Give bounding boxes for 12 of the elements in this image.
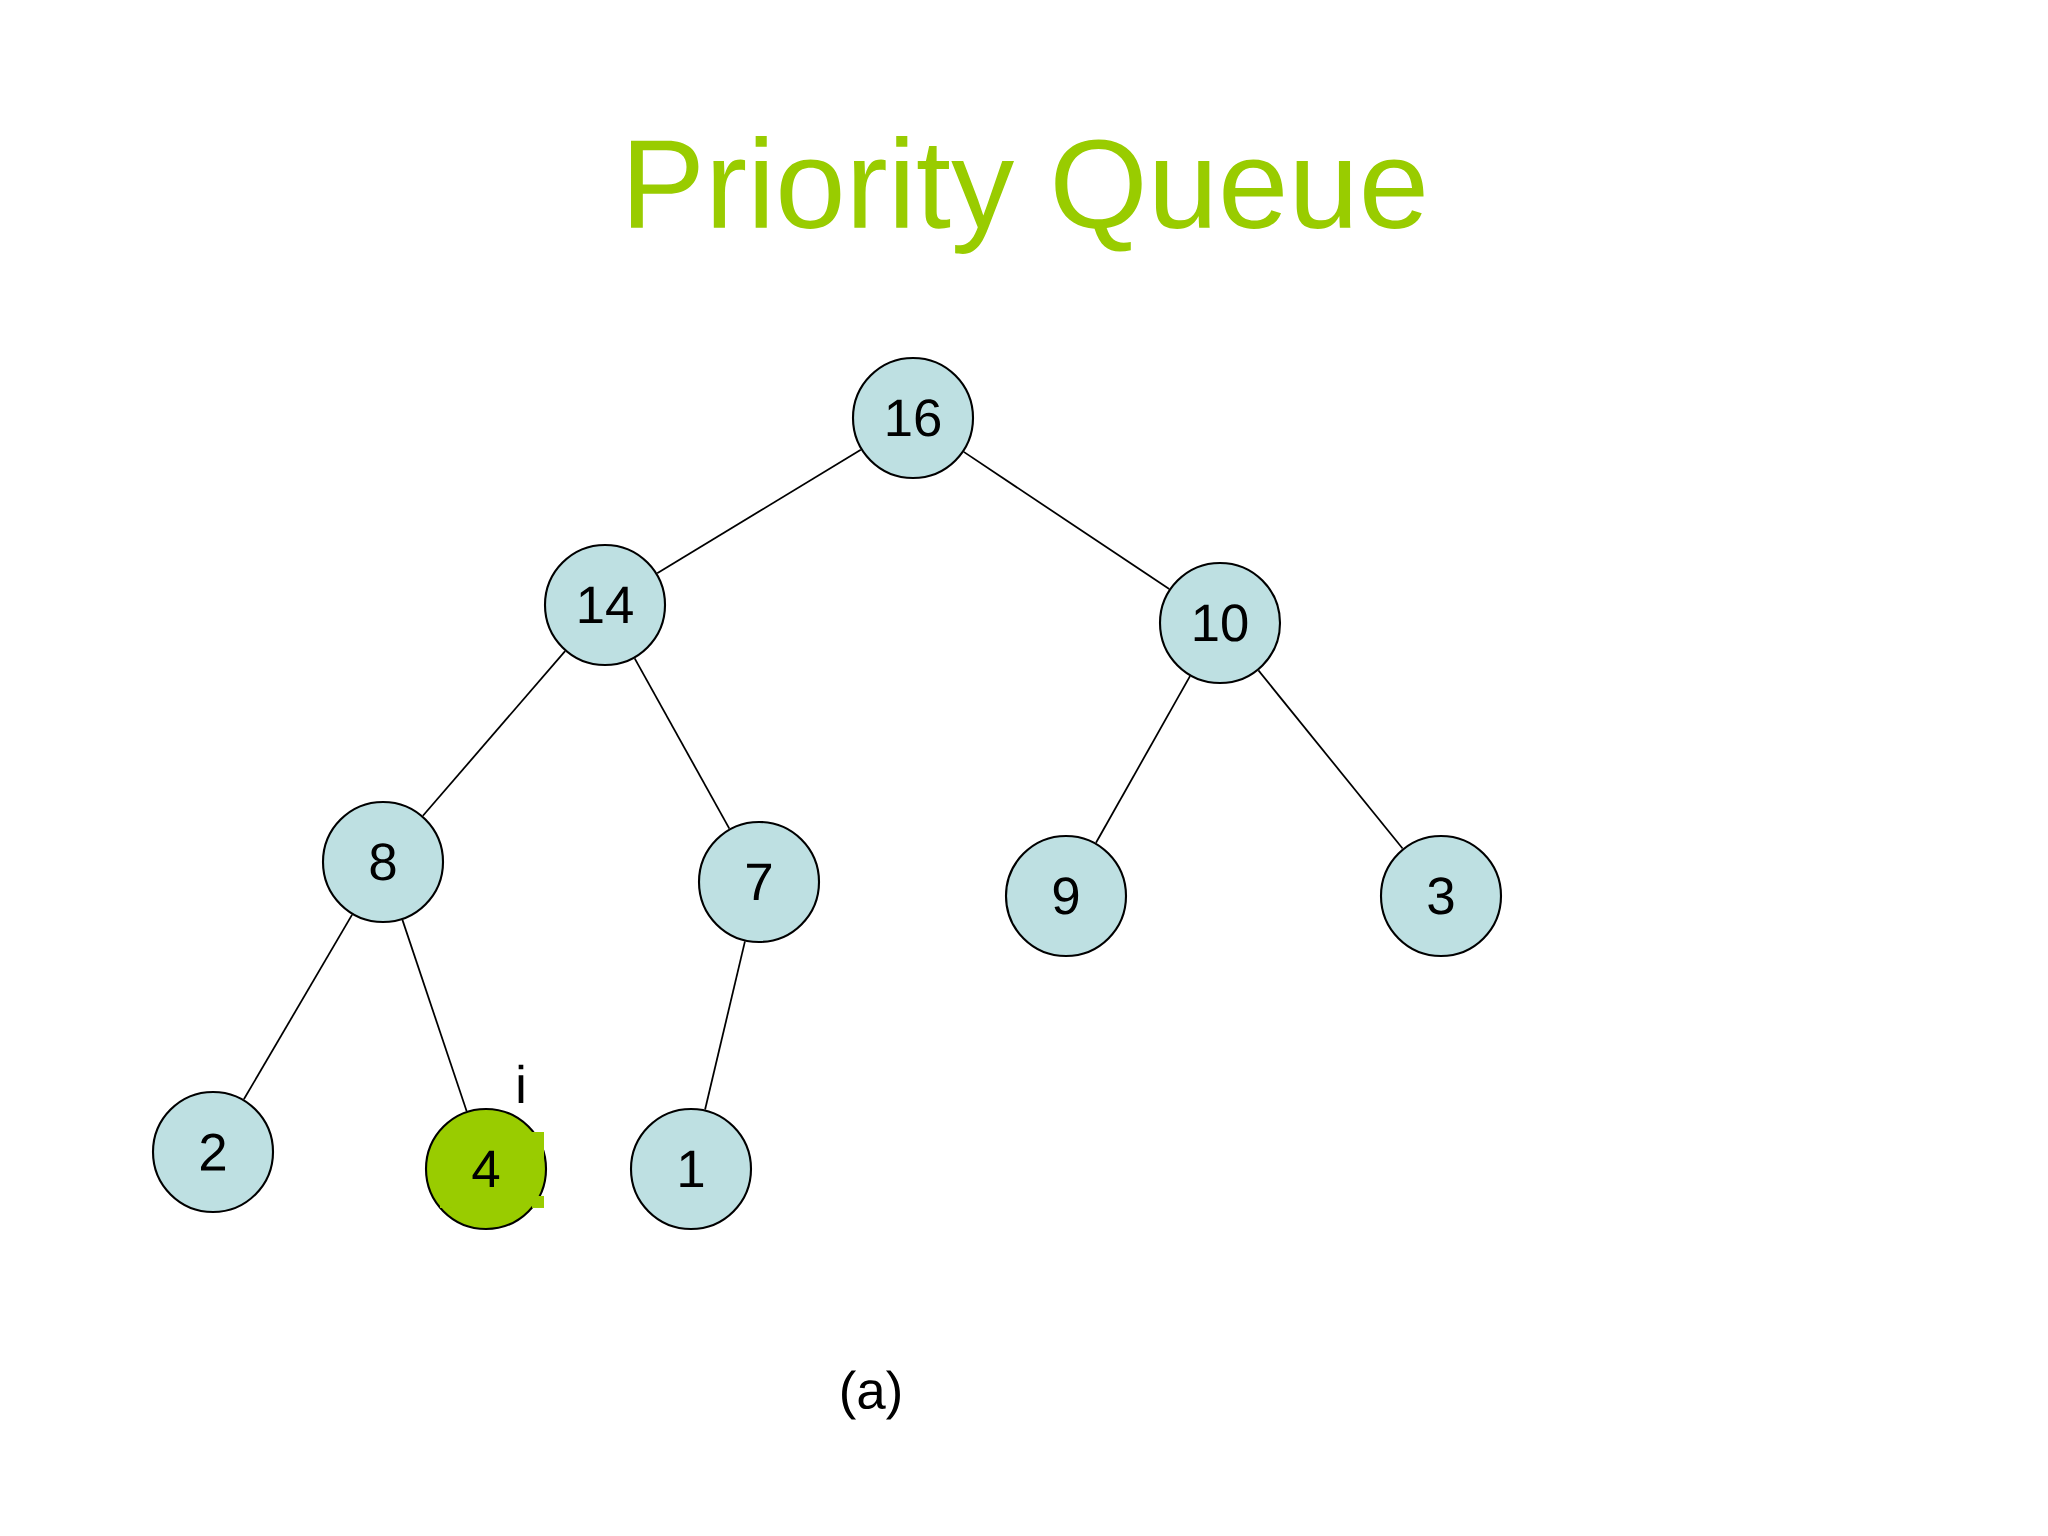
- caption: (a): [842, 1370, 900, 1420]
- tree-edge: [1257, 669, 1404, 850]
- index-label: i: [518, 1064, 524, 1104]
- tree-edge: [422, 650, 566, 817]
- tree-edge: [633, 657, 731, 830]
- tree-edge: [1095, 675, 1191, 844]
- tree-edge: [704, 940, 746, 1111]
- tree-edge: [962, 451, 1171, 590]
- title: Priority Queue: [631, 136, 1424, 254]
- tree-edge: [243, 913, 353, 1101]
- tree-edge: [656, 448, 862, 575]
- tree-edge: [401, 919, 468, 1112]
